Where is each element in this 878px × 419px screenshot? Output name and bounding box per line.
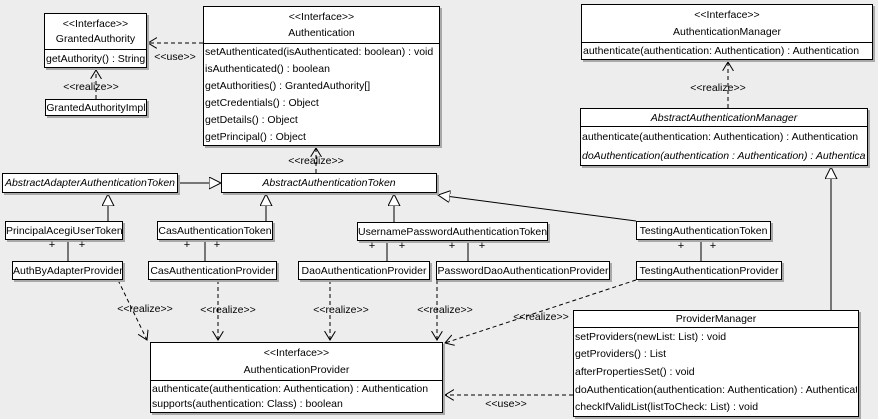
stereotype-label: <<Interface>> [263, 347, 330, 360]
class-box-granted-authority-impl: GrantedAuthorityImpl [45, 99, 147, 116]
class-name: DaoAuthenticationProvider [301, 264, 427, 277]
edge-label-realize-testing: <<realize>> [513, 311, 569, 323]
multiplicity-plus: + [213, 239, 221, 251]
method-label: getCredentials() : Object [205, 96, 319, 109]
class-box-abstract-authentication-token: AbstractAuthenticationToken [221, 173, 437, 193]
edge-label-realize-passworddao: <<realize>> [417, 304, 473, 316]
class-name: AbstractAdapterAuthenticationToken [4, 177, 176, 189]
class-box-abstract-authentication-manager: AbstractAuthenticationManager authentica… [580, 108, 868, 166]
class-name: PrincipalAcegiUserToken [6, 224, 122, 237]
class-name: TestingAuthenticationToken [639, 224, 768, 237]
class-box-dao-authentication-provider: DaoAuthenticationProvider [298, 261, 430, 280]
class-name: PasswordDaoAuthenticationProvider [437, 264, 609, 277]
multiplicity-plus: + [448, 240, 456, 252]
method-label: authenticate(authentication: Authenticat… [583, 45, 860, 57]
class-box-abstract-adapter-authentication-token: AbstractAdapterAuthenticationToken [2, 173, 178, 193]
class-name: CasAuthenticationToken [158, 224, 272, 237]
class-box-cas-authentication-provider: CasAuthenticationProvider [148, 261, 277, 280]
multiplicity-plus: + [368, 240, 376, 252]
class-box-principal-acegi-user-token: PrincipalAcegiUserToken [5, 221, 123, 240]
class-box-username-password-authentication-token: UsernamePasswordAuthenticationToken [357, 222, 548, 241]
class-name: GrantedAuthority [55, 33, 136, 46]
edge-label-realize-authentication: <<realize>> [288, 155, 344, 167]
method-label: getProviders() : List [575, 348, 667, 361]
class-name: AbstractAuthenticationManager [650, 111, 798, 124]
method-label: getAuthorities() : GrantedAuthority[] [205, 80, 371, 93]
class-name: CasAuthenticationProvider [150, 264, 275, 277]
method-label: isAuthenticated() : boolean [205, 63, 330, 76]
class-box-granted-authority: <<Interface>> GrantedAuthority getAuthor… [44, 13, 147, 68]
edge-label-realize-authentication-manager: <<realize>> [690, 82, 746, 94]
method-label: getDetails() : Object [205, 113, 298, 126]
class-name: AbstractAuthenticationToken [262, 177, 396, 189]
generalization-arrow-testing-token [438, 195, 637, 222]
multiplicity-plus: + [677, 240, 685, 252]
method-label: doAuthentication(authentication : Authen… [582, 149, 866, 162]
class-box-auth-by-adapter-provider: AuthByAdapterProvider [12, 261, 123, 280]
class-box-authentication: <<Interface>> Authentication setAuthenti… [203, 6, 440, 146]
method-label: afterPropertiesSet() : void [575, 365, 695, 378]
method-label: setProviders(newList: List) : void [575, 330, 727, 343]
method-label: doAuthentication(authentication: Authent… [575, 383, 857, 396]
class-box-cas-authentication-token: CasAuthenticationToken [157, 221, 273, 240]
method-label: authenticate(authentication: Authenticat… [582, 130, 859, 143]
class-box-password-dao-authentication-provider: PasswordDaoAuthenticationProvider [436, 261, 610, 280]
multiplicity-plus: + [48, 239, 56, 251]
class-name: AuthByAdapterProvider [13, 264, 122, 277]
edge-label-realize-authbyadapter: <<realize>> [117, 303, 173, 315]
edge-label-realize-dao: <<realize>> [313, 304, 369, 316]
method-label: supports(authentication: Class) : boolea… [152, 398, 343, 411]
class-box-authentication-manager: <<Interface>> AuthenticationManager auth… [581, 4, 873, 60]
multiplicity-plus: + [478, 240, 486, 252]
class-box-testing-authentication-token: TestingAuthenticationToken [636, 221, 771, 240]
class-name: ProviderManager [675, 313, 757, 325]
method-label: checkIfValidList(listToCheck: List) : vo… [575, 401, 759, 414]
class-name: GrantedAuthorityImpl [46, 101, 146, 114]
multiplicity-plus: + [709, 240, 717, 252]
edge-label-realize-cas: <<realize>> [200, 304, 256, 316]
class-name: TestingAuthenticationProvider [639, 264, 779, 277]
stereotype-label: <<Interface>> [62, 17, 129, 30]
class-box-testing-authentication-provider: TestingAuthenticationProvider [636, 261, 782, 280]
realize-arrow-testing-provider [445, 279, 637, 343]
class-box-authentication-provider: <<Interface>> AuthenticationProvider aut… [150, 342, 443, 413]
class-box-provider-manager: ProviderManager setProviders(newList: Li… [573, 310, 859, 417]
class-name: AuthenticationManager [673, 25, 781, 38]
method-label: authenticate(authentication: Authenticat… [152, 382, 429, 395]
multiplicity-plus: + [78, 239, 86, 251]
stereotype-label: <<Interface>> [288, 11, 355, 23]
method-label: getPrincipal() : Object [205, 130, 306, 143]
edge-label-use-authenticationprovider: <<use>> [485, 398, 527, 410]
edge-label-use-grantedauthority: <<use>> [154, 51, 196, 63]
edge-label-realize-grantedauthority: <<realize>> [63, 81, 119, 93]
method-label: setAuthenticated(isAuthenticated: boolea… [205, 46, 434, 59]
stereotype-label: <<Interface>> [694, 9, 760, 22]
class-name: Authentication [288, 27, 355, 39]
class-name: UsernamePasswordAuthenticationToken [358, 225, 547, 238]
class-name: AuthenticationProvider [243, 363, 350, 376]
multiplicity-plus: + [398, 240, 406, 252]
multiplicity-plus: + [183, 239, 191, 251]
method-label: getAuthority() : String [46, 52, 145, 65]
